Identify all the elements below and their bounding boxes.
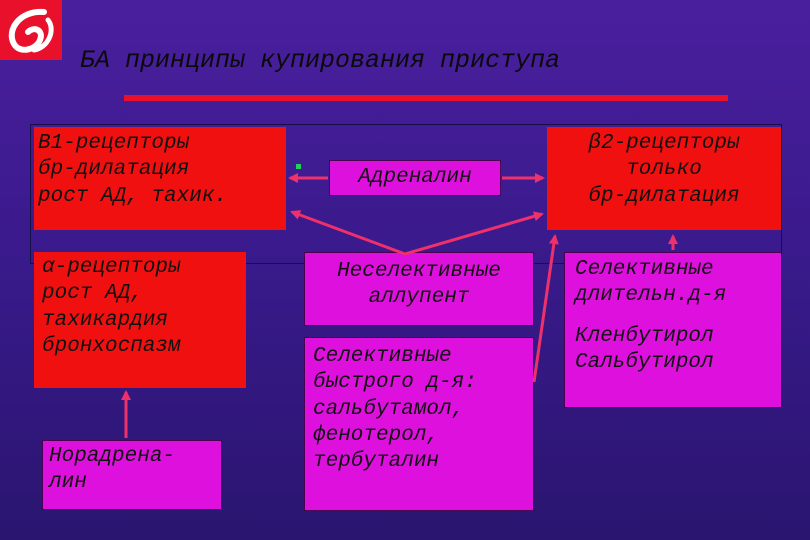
alpha-line-3: тахикардия: [42, 308, 169, 332]
noradrenaline-line-2: лин: [49, 471, 87, 495]
brand-logo: [0, 0, 62, 60]
b2-line-1: β2-рецепторы: [588, 132, 740, 155]
b1-line-1: В1-рецепторы: [38, 132, 190, 155]
alpha-line-2: рост АД,: [42, 282, 143, 306]
adrenaline-box: Адреналин: [329, 160, 501, 196]
selective-long-line-4: Кленбутирол: [575, 324, 714, 348]
selective-long-line-1: Селективные: [575, 258, 714, 281]
alpha-line-4: бронхоспазм: [42, 334, 181, 358]
selective-fast-box: Селективные быстрого д-я: сальбутамол, ф…: [304, 337, 534, 511]
b1-line-3: рост АД, тахик.: [38, 184, 228, 208]
b1-line-2: бр-дилатация: [38, 158, 190, 182]
selective-fast-line-2: быстрого д-я:: [313, 371, 477, 395]
nonselective-line-1: Неселективные: [337, 260, 501, 283]
alpha-line-1: α-рецепторы: [42, 256, 181, 279]
page-title: БА принципы купирования приступа: [80, 46, 561, 75]
b2-line-3: бр-дилатация: [588, 184, 740, 208]
alpha-receptors-box: α-рецепторы рост АД, тахикардия бронхосп…: [34, 252, 246, 388]
b1-receptors-box: В1-рецепторы бр-дилатация рост АД, тахик…: [34, 127, 286, 230]
arrow-nonselective-to-b2: [404, 211, 544, 256]
b2-line-2: только: [626, 158, 702, 182]
logo-swirl-icon: [8, 8, 54, 53]
b2-receptors-box: β2-рецепторы только бр-дилатация: [547, 127, 781, 230]
nonselective-line-2: аллупент: [368, 286, 470, 310]
arrow-selective-fast-to-b2: [532, 234, 559, 383]
noradrenaline-line-1: Норадрена-: [49, 445, 176, 468]
selective-long-box: Селективные длительн.д-я Кленбутирол Сал…: [564, 252, 782, 408]
adrenaline-label: Адреналин: [358, 166, 472, 189]
selective-fast-line-5: тербуталин: [313, 450, 440, 473]
selective-fast-line-1: Селективные: [313, 345, 452, 368]
noradrenaline-box: Норадрена- лин: [42, 440, 222, 510]
selective-long-line-5: Сальбутирол: [575, 350, 714, 374]
arrow-nonselective-to-b1: [290, 210, 406, 256]
selective-long-line-2: длительн.д-я: [575, 284, 727, 308]
title-underline: [124, 95, 728, 101]
nonselective-box: Неселективные аллупент: [304, 252, 534, 326]
selective-fast-line-3: сальбутамол,: [313, 397, 465, 421]
selective-fast-line-4: фенотерол,: [313, 423, 440, 447]
marker-dot: [296, 164, 301, 169]
